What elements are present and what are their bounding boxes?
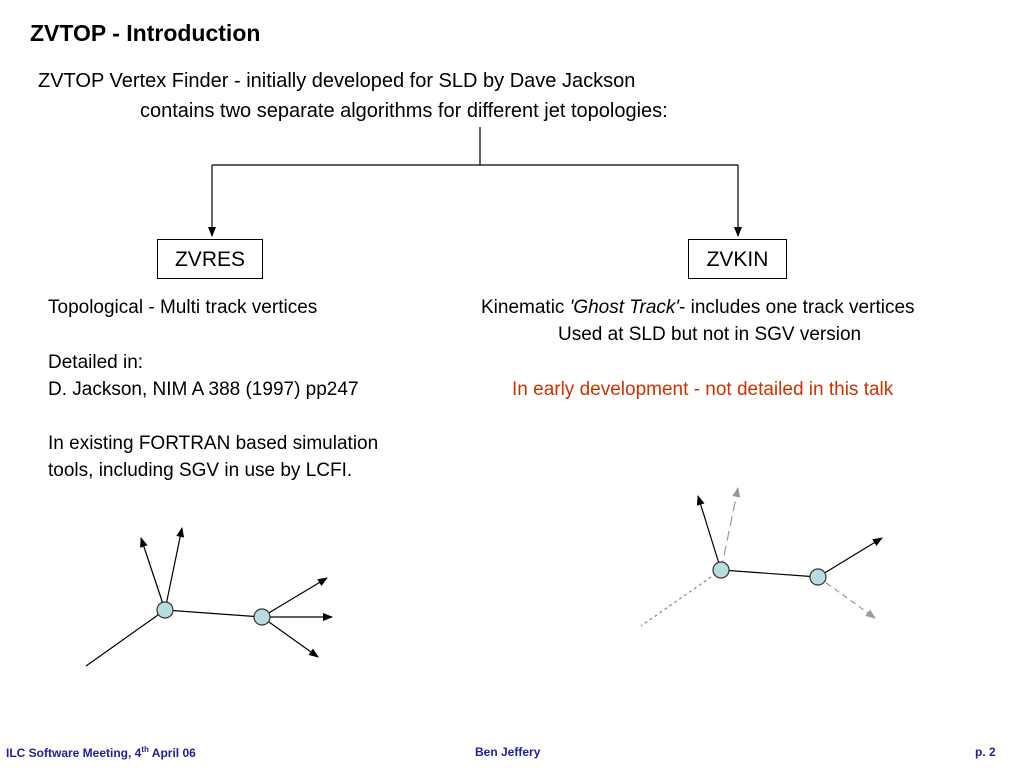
zvres-detailed-in: Detailed in:: [48, 352, 144, 373]
zvkin-used-at: Used at SLD but not in SGV version: [558, 324, 862, 345]
intro-line-1: ZVTOP Vertex Finder - initially develope…: [38, 70, 636, 92]
footer-author: Ben Jeffery: [475, 745, 541, 759]
ghost-track-italic: 'Ghost Track': [569, 297, 680, 318]
zvres-description: Topological - Multi track vertices: [48, 297, 318, 318]
footer-meeting: ILC Software Meeting, 4th April 06: [6, 745, 196, 760]
zvkin-box: ZVKIN: [688, 239, 787, 279]
zvkin-note: In early development - not detailed in t…: [512, 379, 894, 400]
zvres-vertex-sketch: [85, 527, 333, 667]
zvres-existing-line-1: In existing FORTRAN based simulation: [48, 433, 379, 454]
ghost-vertex-secondary: [809, 568, 827, 586]
vertex-secondary: [253, 608, 271, 626]
zvkin-ghost-track-sketch: [640, 487, 883, 627]
tree-connector: [208, 127, 742, 237]
vertex-primary: [156, 601, 174, 619]
footer-page-number: p. 2: [975, 745, 996, 759]
intro-line-2: contains two separate algorithms for dif…: [140, 100, 668, 122]
zvres-box: ZVRES: [157, 239, 263, 279]
zvres-existing-line-2: tools, including SGV in use by LCFI.: [48, 460, 353, 481]
zvkin-description: Kinematic 'Ghost Track'- includes one tr…: [481, 297, 915, 318]
slide-title: ZVTOP - Introduction: [30, 20, 261, 46]
ghost-vertex-primary: [712, 561, 730, 579]
zvres-reference: D. Jackson, NIM A 388 (1997) pp247: [48, 379, 359, 400]
